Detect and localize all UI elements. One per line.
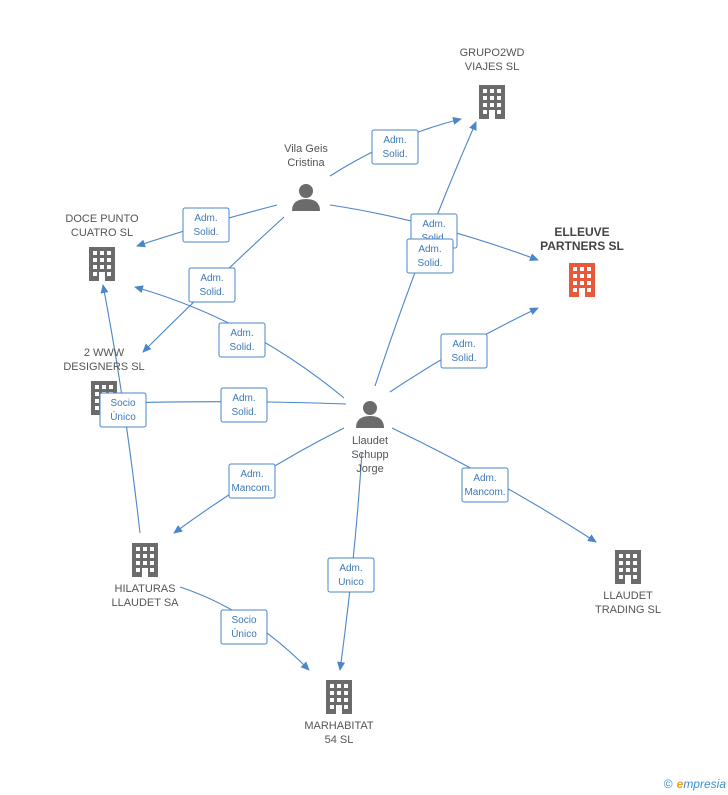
building-icon xyxy=(89,247,115,281)
edge-label-llaudet-hilaturas[interactable]: Adm. Mancom. xyxy=(228,463,276,499)
edge-label-text: Solid. xyxy=(382,149,407,160)
edge-label-text: Solid. xyxy=(199,287,224,298)
edge-label-vila-wwww[interactable]: Adm. Solid. xyxy=(188,267,236,303)
edge-label-text: Socio xyxy=(110,398,135,409)
edge-label-text: Adm. xyxy=(383,135,406,146)
node-label: ELLEUVE xyxy=(554,225,609,239)
edge-label-box xyxy=(327,557,375,593)
person-icon xyxy=(356,401,384,428)
edge-label-text: Solid. xyxy=(417,258,442,269)
node-label: Llaudet xyxy=(352,435,388,447)
edge-label-text: Solid. xyxy=(451,353,476,364)
copyright-icon: © xyxy=(663,777,673,791)
edge-label-box xyxy=(188,267,236,303)
person-icon xyxy=(292,184,320,211)
building-icon xyxy=(326,680,352,714)
brand-logo-text: mpresia xyxy=(683,777,726,791)
edge-label-box xyxy=(182,207,230,243)
node-wwww[interactable]: 2 WWW DESIGNERS SL xyxy=(63,347,145,415)
edge-label-llaudet-elleuve[interactable]: Adm. Solid. xyxy=(440,333,488,369)
edge-label-text: Único xyxy=(110,410,136,423)
edge-label-text: Adm. xyxy=(232,393,255,404)
edge-label-box xyxy=(220,609,268,645)
node-label: LLAUDET xyxy=(603,590,653,602)
node-label: TRADING SL xyxy=(595,604,661,616)
edge-label-box xyxy=(406,238,454,274)
node-label: CUATRO SL xyxy=(71,227,133,239)
edge-label-llaudet-ltrading[interactable]: Adm. Mancom. xyxy=(461,467,509,503)
node-label: 2 WWW xyxy=(84,347,125,359)
edge-label-llaudet-doce[interactable]: Adm. Solid. xyxy=(218,322,266,358)
edge-label-text: Adm. xyxy=(418,244,441,255)
node-label: DOCE PUNTO xyxy=(65,213,139,225)
node-ltrading[interactable]: LLAUDET TRADING SL xyxy=(595,550,661,616)
brand-logo-initial: e xyxy=(676,777,684,791)
edge-label-box xyxy=(99,392,147,428)
building-icon xyxy=(132,543,158,577)
edge-label-text: Único xyxy=(231,627,257,640)
edge-label-text: Solid. xyxy=(229,342,254,353)
node-marhabitat[interactable]: MARHABITAT 54 SL xyxy=(304,680,374,746)
node-label: MARHABITAT xyxy=(304,720,374,732)
edge-label-llaudet-wwww[interactable]: Adm. Solid. xyxy=(220,387,268,423)
edge-label-text: Socio xyxy=(231,615,256,626)
edge-label-box xyxy=(440,333,488,369)
edge-label-vila-doce[interactable]: Adm. Solid. xyxy=(182,207,230,243)
edge-label-text: Adm. xyxy=(452,339,475,350)
node-label: GRUPO2WD xyxy=(460,47,525,59)
edge-label-box xyxy=(228,463,276,499)
node-label: Jorge xyxy=(356,463,384,475)
edge-label-text: Adm. xyxy=(230,328,253,339)
node-label: PARTNERS SL xyxy=(540,239,624,253)
node-label: Schupp xyxy=(351,449,388,461)
edge-label-text: Mancom. xyxy=(231,483,272,494)
node-label: VIAJES SL xyxy=(465,61,519,73)
edge-label-text: Solid. xyxy=(231,407,256,418)
edge-label-text: Adm. xyxy=(473,473,496,484)
edge-label-text: Adm. xyxy=(194,213,217,224)
node-label: Vila Geis xyxy=(284,143,328,155)
edge-label-text: Solid. xyxy=(193,227,218,238)
node-doce[interactable]: DOCE PUNTO CUATRO SL xyxy=(65,213,139,281)
node-label: LLAUDET SA xyxy=(111,597,179,609)
edge-label-box xyxy=(371,129,419,165)
node-hilaturas[interactable]: HILATURAS LLAUDET SA xyxy=(111,543,179,609)
node-label: HILATURAS xyxy=(115,583,176,595)
node-grupo2wd[interactable]: GRUPO2WD VIAJES SL xyxy=(460,47,525,119)
edge-label-box xyxy=(218,322,266,358)
edge-label-text: Adm. xyxy=(339,563,362,574)
building-icon xyxy=(615,550,641,584)
edge-label-box xyxy=(461,467,509,503)
edge-labels-layer: Adm. Solid. Adm. Solid. Adm. Solid. Adm. Solid.… xyxy=(99,129,509,645)
edge-label-text: Adm. xyxy=(200,273,223,284)
edge-label-box xyxy=(220,387,268,423)
node-label: DESIGNERS SL xyxy=(63,361,144,373)
brand-footer[interactable]: ©empresia xyxy=(664,777,726,791)
node-label: 54 SL xyxy=(325,734,354,746)
edge-label-llaudet-grupo[interactable]: Adm. Solid. xyxy=(406,238,454,274)
building-icon xyxy=(479,85,505,119)
edge-label-llaudet-marhabitat[interactable]: Adm. Unico xyxy=(327,557,375,593)
building-icon xyxy=(569,263,595,297)
edge-label-text: Adm. xyxy=(422,219,445,230)
edge-label-text: Unico xyxy=(338,577,364,588)
edge-label-text: Adm. xyxy=(240,469,263,480)
node-label: Cristina xyxy=(287,157,325,169)
edge-label-vila-grupo[interactable]: Adm. Solid. xyxy=(371,129,419,165)
edge-label-text: Mancom. xyxy=(464,487,505,498)
